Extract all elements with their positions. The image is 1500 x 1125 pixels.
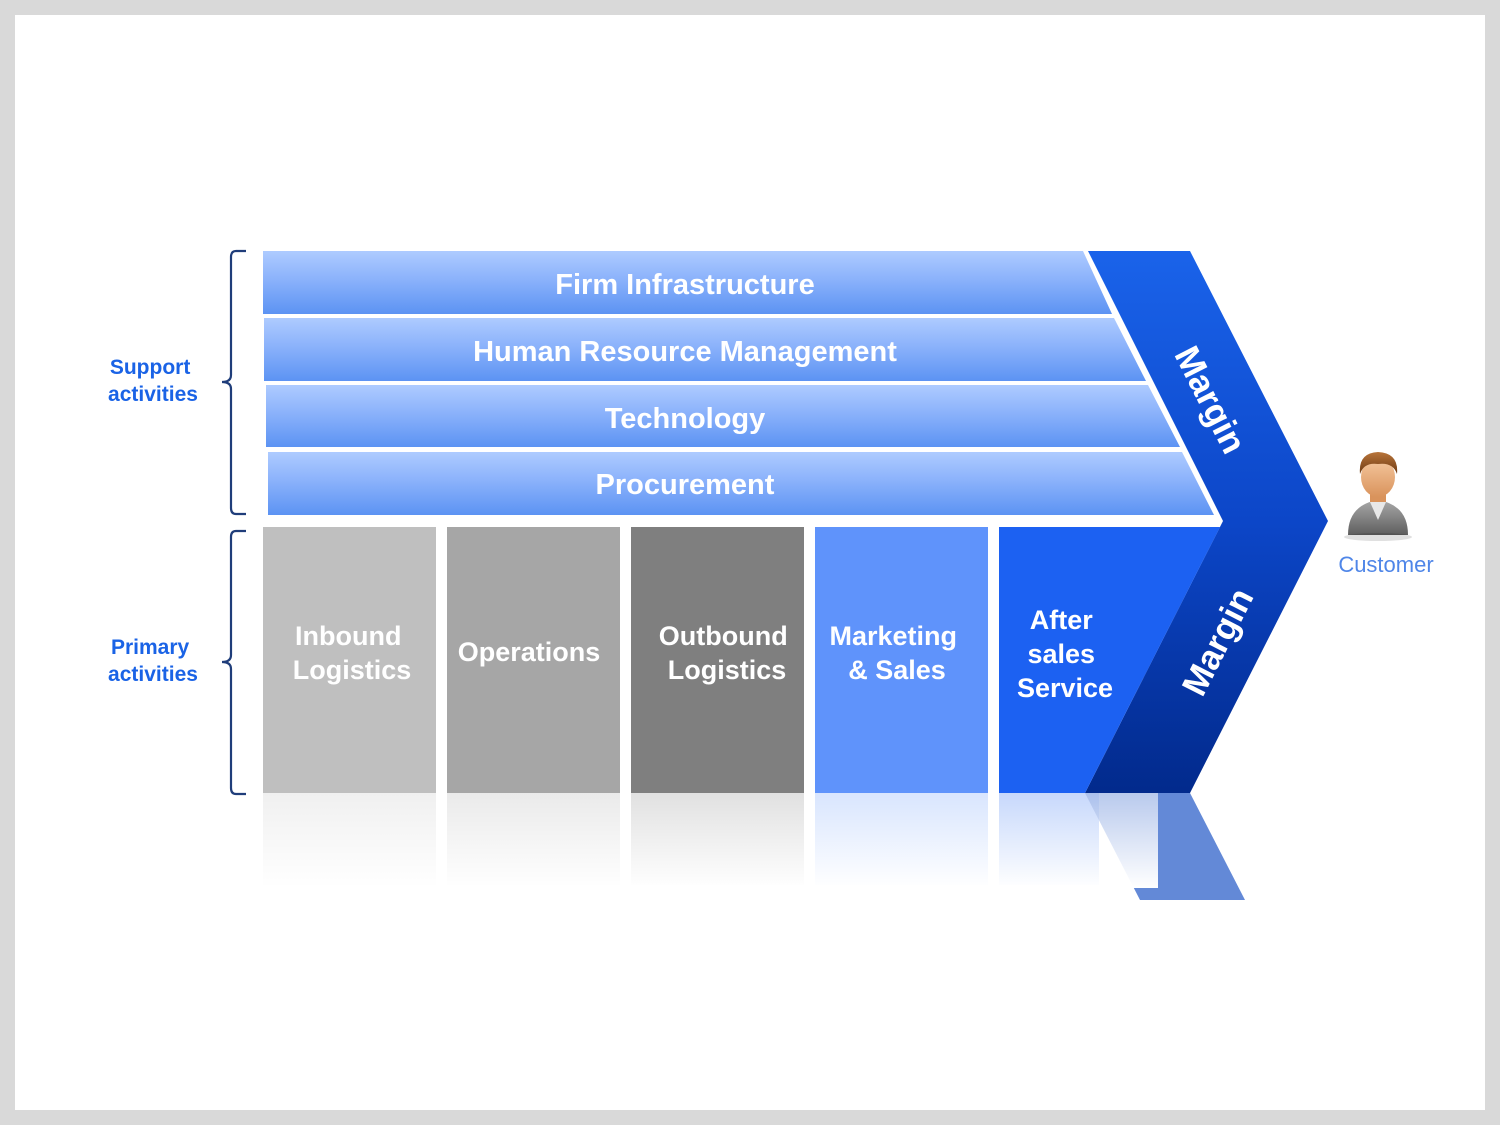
support-bar-procurement <box>268 452 1214 515</box>
support-brace <box>221 249 246 516</box>
primary-label-operations: Operations <box>458 637 601 667</box>
primary-column-outbound-logistics <box>631 527 804 793</box>
value-chain-diagram: Firm Infrastructure Human Resource Manag… <box>108 249 1434 900</box>
primary-label-after-sales-service: After sales Service <box>1017 605 1113 703</box>
support-label-human-resource-management: Human Resource Management <box>473 336 897 368</box>
support-label-technology: Technology <box>605 403 766 435</box>
support-bar-technology <box>266 385 1180 447</box>
primary-activities: Inbound Logistics Operations Outbound Lo… <box>263 527 1220 793</box>
primary-column-marketing-sales <box>815 527 988 793</box>
support-bar-human-resource-management <box>264 318 1146 381</box>
support-bar-firm-infrastructure <box>263 251 1112 314</box>
primary-column-after-sales-service <box>999 527 1220 793</box>
customer-icon <box>1344 452 1412 541</box>
support-label-procurement: Procurement <box>596 469 775 501</box>
primary-column-operations <box>447 527 620 793</box>
primary-brace <box>221 529 246 796</box>
support-activities-label: Support activities <box>108 356 198 406</box>
primary-label-inbound-logistics: Inbound Logistics <box>293 621 412 685</box>
slide-canvas: Firm Infrastructure Human Resource Manag… <box>15 15 1485 1110</box>
support-activities: Firm Infrastructure Human Resource Manag… <box>263 251 1214 515</box>
reflection <box>258 793 1245 900</box>
primary-activities-label: Primary activities <box>108 636 198 686</box>
primary-label-outbound-logistics: Outbound Logistics <box>659 621 795 685</box>
margin-chevron <box>1085 251 1328 793</box>
primary-column-inbound-logistics <box>263 527 436 793</box>
primary-label-marketing-sales: Marketing & Sales <box>829 621 964 685</box>
customer-label: Customer <box>1338 552 1433 577</box>
support-label-firm-infrastructure: Firm Infrastructure <box>555 269 814 301</box>
